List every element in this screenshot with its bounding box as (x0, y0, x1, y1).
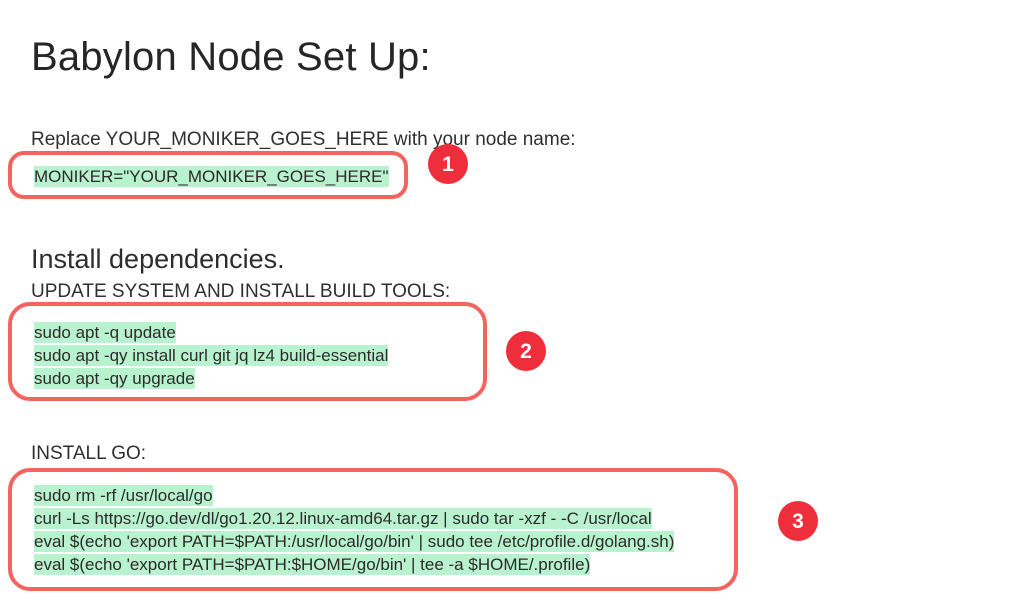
code-line-text: sudo apt -q update (34, 322, 176, 343)
intro-instruction-text: Replace YOUR_MONIKER_GOES_HERE with your… (31, 129, 576, 150)
code-line: sudo apt -q update (34, 321, 505, 344)
section-heading-install-dependencies: Install dependencies. (31, 244, 285, 275)
code-line: MONIKER="YOUR_MONIKER_GOES_HERE" (34, 165, 426, 188)
code-line-text: sudo rm -rf /usr/local/go (34, 485, 213, 506)
code-line-text: eval $(echo 'export PATH=$PATH:/usr/loca… (34, 531, 675, 552)
code-block-1: MONIKER="YOUR_MONIKER_GOES_HERE" (8, 151, 408, 199)
sub-heading-install-go: INSTALL GO: (31, 443, 147, 464)
code-line-text: sudo apt -qy install curl git jq lz4 bui… (34, 345, 389, 366)
code-line: sudo apt -qy upgrade (34, 367, 505, 390)
code-line-text: MONIKER="YOUR_MONIKER_GOES_HERE" (34, 166, 389, 187)
step-marker-1: 1 (428, 144, 468, 184)
sub-heading-update-system: UPDATE SYSTEM AND INSTALL BUILD TOOLS: (31, 281, 451, 302)
code-line-text: eval $(echo 'export PATH=$PATH:$HOME/go/… (34, 554, 591, 575)
step-marker-3: 3 (778, 501, 818, 541)
code-line: eval $(echo 'export PATH=$PATH:/usr/loca… (34, 530, 756, 553)
code-line-list-3: sudo rm -rf /usr/local/go curl -Ls https… (12, 472, 756, 599)
code-line: eval $(echo 'export PATH=$PATH:$HOME/go/… (34, 553, 756, 576)
code-line-list-2: sudo apt -q update sudo apt -qy install … (12, 306, 505, 412)
code-line-text: curl -Ls https://go.dev/dl/go1.20.12.lin… (34, 508, 652, 529)
code-line-list-1: MONIKER="YOUR_MONIKER_GOES_HERE" (12, 155, 426, 205)
code-line: curl -Ls https://go.dev/dl/go1.20.12.lin… (34, 507, 756, 530)
code-block-3: sudo rm -rf /usr/local/go curl -Ls https… (8, 468, 738, 591)
code-line: sudo rm -rf /usr/local/go (34, 484, 756, 507)
code-line: sudo apt -qy install curl git jq lz4 bui… (34, 344, 505, 367)
code-line-text: sudo apt -qy upgrade (34, 368, 195, 389)
page-title: Babylon Node Set Up: (31, 34, 431, 79)
step-marker-2: 2 (506, 331, 546, 371)
code-block-2: sudo apt -q update sudo apt -qy install … (8, 302, 487, 401)
